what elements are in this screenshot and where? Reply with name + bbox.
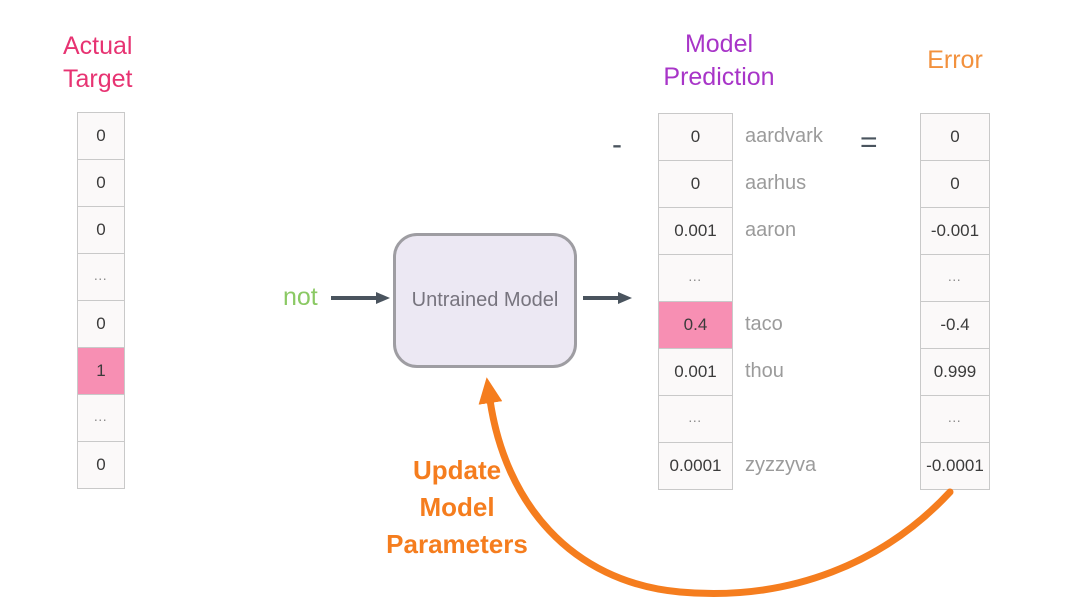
error-label: Error: [927, 46, 983, 74]
prediction-cell: 0.4: [658, 301, 733, 349]
target-cell: 0: [77, 159, 125, 207]
target-cell: 1: [77, 347, 125, 395]
target-cell: 0: [77, 441, 125, 489]
actual-target-label: Actual Target: [63, 32, 133, 93]
error-cell: 0: [920, 160, 990, 208]
prediction-cell: 0.0001: [658, 442, 733, 490]
error-cell: -0.0001: [920, 442, 990, 490]
equals-operator: =: [860, 126, 878, 159]
prediction-cell: …: [658, 254, 733, 302]
target-cell: 0: [77, 112, 125, 160]
prediction-cell: 0: [658, 160, 733, 208]
target-cell: …: [77, 253, 125, 301]
error-cell: 0.999: [920, 348, 990, 396]
error-cell: -0.4: [920, 301, 990, 349]
target-cell: 0: [77, 206, 125, 254]
error-cell: 0: [920, 113, 990, 161]
vocabulary-word-list: aardvark aarhus aaron taco thou zyzzyva: [745, 113, 865, 489]
untrained-model-label: Untrained Model: [411, 289, 559, 311]
vocabulary-word: aardvark: [745, 125, 823, 147]
error-cell: …: [920, 254, 990, 302]
prediction-cell: 0.001: [658, 348, 733, 396]
vocabulary-word: [745, 395, 865, 442]
target-cell: …: [77, 394, 125, 442]
error-cell: …: [920, 395, 990, 443]
model-prediction-label: Model Prediction: [663, 30, 775, 91]
input-word-label: not: [283, 283, 318, 311]
prediction-cell: 0: [658, 113, 733, 161]
vocabulary-word: [745, 254, 865, 301]
vocabulary-word: aarhus: [745, 172, 807, 194]
vocabulary-word: zyzzyva: [745, 454, 817, 476]
vocabulary-word: thou: [745, 360, 784, 382]
vocabulary-word: aaron: [745, 219, 797, 241]
prediction-cell: …: [658, 395, 733, 443]
vocabulary-word: taco: [745, 313, 783, 335]
untrained-model-box: Untrained Model: [393, 233, 577, 368]
prediction-cell: 0.001: [658, 207, 733, 255]
target-cell: 0: [77, 300, 125, 348]
update-model-parameters-label: Update Model Parameters: [386, 455, 528, 559]
error-cell: -0.001: [920, 207, 990, 255]
minus-operator: -: [612, 128, 622, 161]
